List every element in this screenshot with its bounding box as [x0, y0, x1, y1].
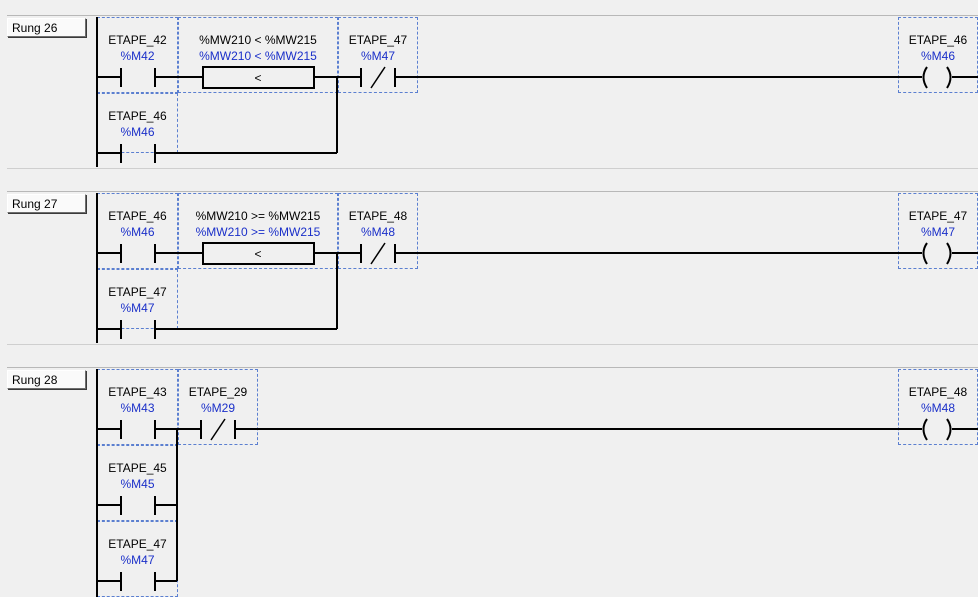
contact-address: %M42	[120, 49, 155, 63]
coil-symbol	[946, 418, 952, 441]
coil-symbol: ETAPE_47	[908, 209, 968, 223]
nc-contact-slash	[370, 66, 386, 89]
compare-operator: <	[254, 71, 261, 85]
coil-symbol	[946, 66, 952, 89]
nc-contact-address: %M48	[360, 225, 395, 239]
compare-expression: %MW210 >= %MW215	[195, 209, 321, 223]
rung-26-button[interactable]: Rung 26	[7, 18, 86, 37]
compare-block-cell[interactable]	[178, 17, 338, 93]
coil-symbol: ETAPE_48	[908, 385, 968, 399]
contact-address: %M47	[120, 301, 155, 315]
nc-contact-cell[interactable]	[178, 369, 258, 445]
nc-contact-symbol: ETAPE_48	[348, 209, 408, 223]
compare-address-expression: %MW210 < %MW215	[199, 49, 317, 63]
coil-symbol	[922, 66, 928, 89]
rung-header-bar-27	[7, 168, 978, 192]
rung-27-button[interactable]: Rung 27	[7, 194, 86, 213]
contact-address: %M47	[120, 553, 155, 567]
contact-address: %M43	[120, 401, 155, 415]
coil-symbol	[922, 418, 928, 441]
coil-address: %M48	[920, 401, 955, 415]
nc-contact-cell[interactable]	[338, 17, 418, 93]
contact-symbol: ETAPE_47	[108, 285, 167, 299]
rung-header-bar-28	[7, 344, 978, 368]
compare-operator: <	[254, 247, 261, 261]
coil-symbol: ETAPE_46	[908, 33, 968, 47]
contact-address: %M46	[120, 125, 155, 139]
coil-address: %M46	[920, 49, 955, 63]
compare-expression: %MW210 < %MW215	[199, 33, 317, 47]
contact-symbol: ETAPE_46	[108, 109, 167, 123]
nc-contact-slash	[370, 242, 386, 265]
coil-address: %M47	[920, 225, 955, 239]
contact-symbol: ETAPE_46	[108, 209, 167, 223]
coil-symbol	[946, 242, 952, 265]
contact-symbol: ETAPE_45	[108, 461, 167, 475]
contact-address: %M46	[120, 225, 155, 239]
rung-header-bar-top	[7, 0, 978, 16]
nc-contact-symbol: ETAPE_47	[348, 33, 408, 47]
coil-symbol	[922, 242, 928, 265]
nc-contact-symbol: ETAPE_29	[188, 385, 248, 399]
nc-contact-address: %M29	[200, 401, 235, 415]
contact-symbol: ETAPE_47	[108, 537, 167, 551]
compare-block-cell[interactable]	[178, 193, 338, 269]
nc-contact-slash	[210, 418, 226, 441]
contact-symbol: ETAPE_43	[108, 385, 167, 399]
compare-address-expression: %MW210 >= %MW215	[195, 225, 321, 239]
contact-symbol: ETAPE_42	[108, 33, 167, 47]
nc-contact-address: %M47	[360, 49, 395, 63]
contact-address: %M45	[120, 477, 155, 491]
nc-contact-cell[interactable]	[338, 193, 418, 269]
rung-28-button[interactable]: Rung 28	[7, 370, 86, 389]
